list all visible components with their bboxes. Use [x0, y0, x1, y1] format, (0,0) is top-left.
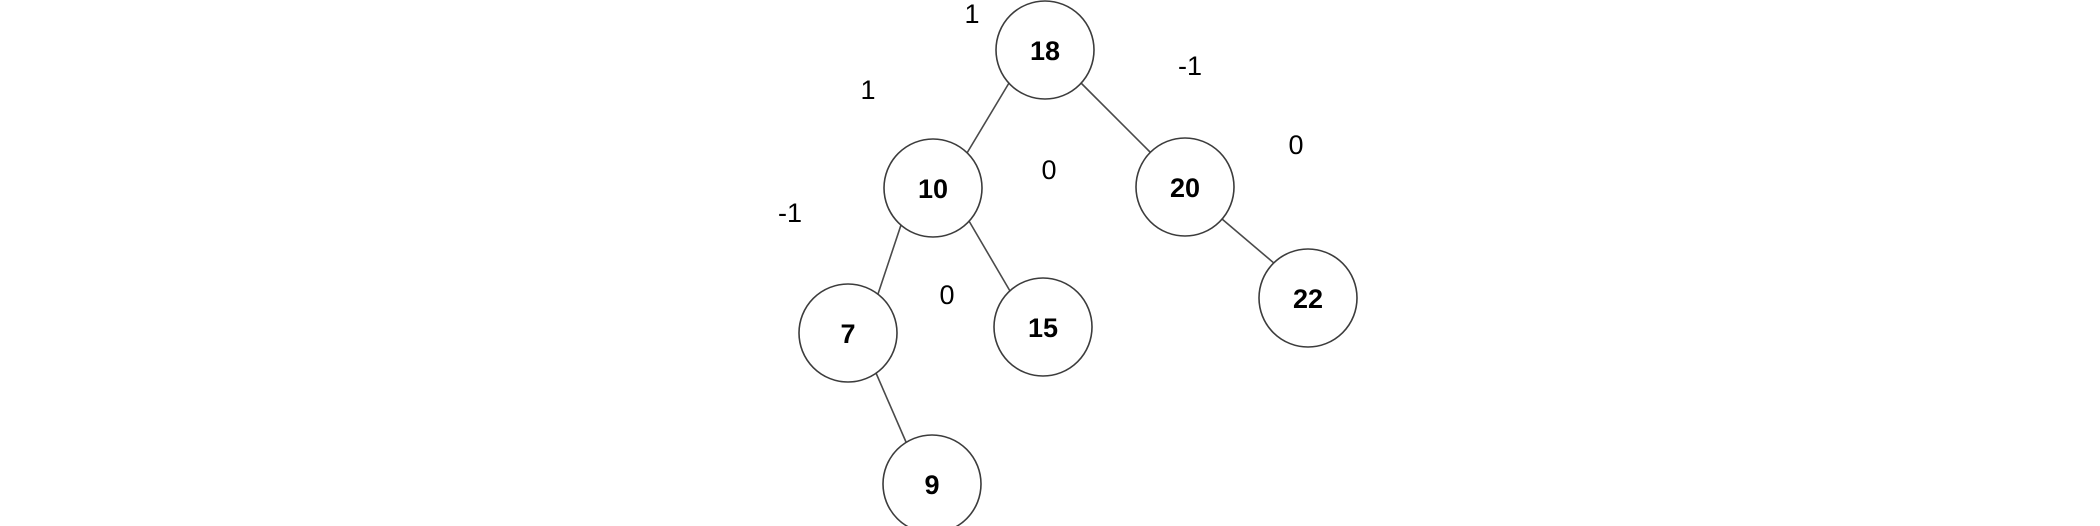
balance-factor-label-15: 0: [1041, 155, 1056, 185]
tree-node-7[interactable]: 7: [798, 283, 898, 383]
tree-node-9[interactable]: 9: [882, 434, 982, 526]
node-circle-15: [993, 277, 1093, 377]
tree-node-15[interactable]: 15: [993, 277, 1093, 377]
node-key-label-22: 22: [1293, 284, 1323, 314]
node-circle-20: [1135, 137, 1235, 237]
node-circle-10: [883, 138, 983, 238]
tree-edge-n10-n7: [877, 224, 902, 295]
tree-node-18[interactable]: 18: [995, 0, 1095, 100]
balance-factor-label-22: 0: [1288, 130, 1303, 160]
tree-node-20[interactable]: 20: [1135, 137, 1235, 237]
node-key-label-10: 10: [918, 174, 948, 204]
node-key-label-20: 20: [1170, 173, 1200, 203]
balance-factor-label-7: -1: [778, 198, 802, 228]
tree-edge-n10-n15: [968, 220, 1011, 292]
node-key-label-9: 9: [924, 470, 939, 500]
tree-edge-n18-n10: [966, 82, 1010, 154]
tree-node-22[interactable]: 22: [1258, 248, 1358, 348]
node-circle-9: [882, 434, 982, 526]
node-circle-7: [798, 283, 898, 383]
tree-edge-n18-n20: [1080, 82, 1151, 153]
balance-factor-label-10: 1: [860, 75, 875, 105]
node-circle-22: [1258, 248, 1358, 348]
balance-factor-labels: 1 1 -1 -1 0 0 0: [778, 0, 1304, 310]
balance-factor-label-20: -1: [1178, 51, 1202, 81]
balance-factor-label-9: 0: [939, 280, 954, 310]
node-circle-18: [995, 0, 1095, 100]
node-key-label-15: 15: [1028, 313, 1058, 343]
balance-factor-label-18: 1: [964, 0, 979, 29]
tree-edge-n20-n22: [1221, 218, 1276, 265]
tree-edge-n7-n9: [875, 372, 907, 443]
node-key-label-7: 7: [840, 319, 855, 349]
tree-edges: [875, 82, 1276, 443]
node-key-label-18: 18: [1030, 36, 1060, 66]
tree-node-10[interactable]: 10: [883, 138, 983, 238]
